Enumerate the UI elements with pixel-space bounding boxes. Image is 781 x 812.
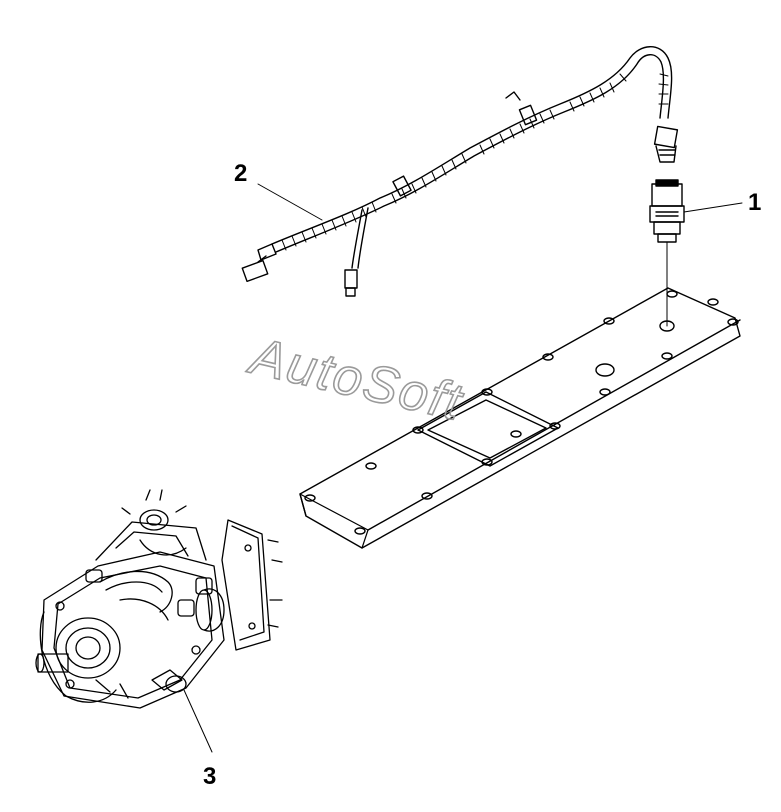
cover-plate bbox=[299, 287, 741, 549]
leader-line-2 bbox=[257, 183, 323, 221]
injection-pump bbox=[35, 489, 283, 709]
callout-1: 1 bbox=[748, 189, 762, 216]
callout-2: 2 bbox=[234, 160, 248, 187]
watermark: AutoSoft bbox=[242, 334, 470, 433]
sensor bbox=[649, 179, 685, 327]
watermark-text: AutoSoft bbox=[243, 334, 469, 432]
callout-3: 3 bbox=[203, 763, 217, 790]
leader-lines bbox=[183, 183, 743, 753]
leader-line-1 bbox=[683, 202, 743, 213]
leader-line-3 bbox=[183, 689, 213, 753]
wiring-harness bbox=[241, 46, 679, 297]
